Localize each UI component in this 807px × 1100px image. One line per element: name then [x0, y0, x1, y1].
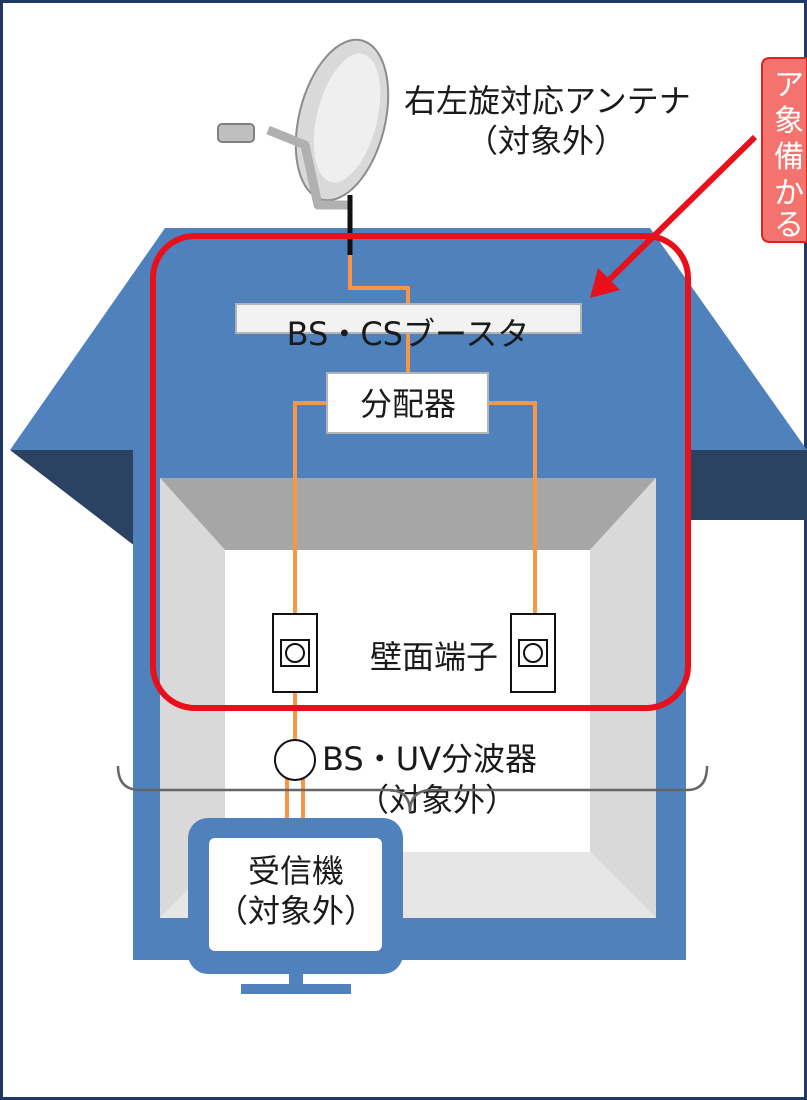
callout-box — [761, 57, 807, 243]
tv-monitor-icon — [188, 818, 403, 994]
callout-arrow — [590, 134, 758, 298]
circle-node-icon — [274, 739, 316, 781]
callout-line-5: る — [774, 208, 804, 243]
callout-line-2: 象 — [774, 104, 804, 139]
receiver-label-line1: 受信機 — [248, 852, 344, 890]
bottom-brace — [116, 765, 709, 813]
booster-label: BS・CSブースタ — [287, 315, 530, 353]
booster-box — [235, 303, 582, 334]
highlight-region — [150, 233, 691, 711]
wall-socket-icon — [510, 613, 556, 693]
roof-shadow-right — [680, 450, 807, 520]
diplexer-label-line1: BS・UV分波器 — [322, 740, 537, 778]
antenna-label-line2: （対象外） — [466, 122, 626, 160]
splitter-box — [326, 372, 489, 434]
roof-shadow-left — [10, 450, 140, 550]
callout-line-4: か — [774, 176, 804, 211]
wall-socket-icon — [272, 613, 318, 693]
splitter-label: 分配器 — [360, 385, 456, 423]
antenna-label-line1: 右左旋対応アンテナ — [404, 82, 691, 120]
receiver-label-line2: （対象外） — [216, 892, 376, 930]
callout-line-3: 備 — [774, 140, 804, 175]
callout-line-1: ア — [774, 68, 804, 103]
satellite-dish-icon — [217, 38, 390, 255]
diplexer-label-line2: （対象外） — [357, 781, 517, 819]
wall-outlet-label: 壁面端子 — [370, 638, 498, 676]
